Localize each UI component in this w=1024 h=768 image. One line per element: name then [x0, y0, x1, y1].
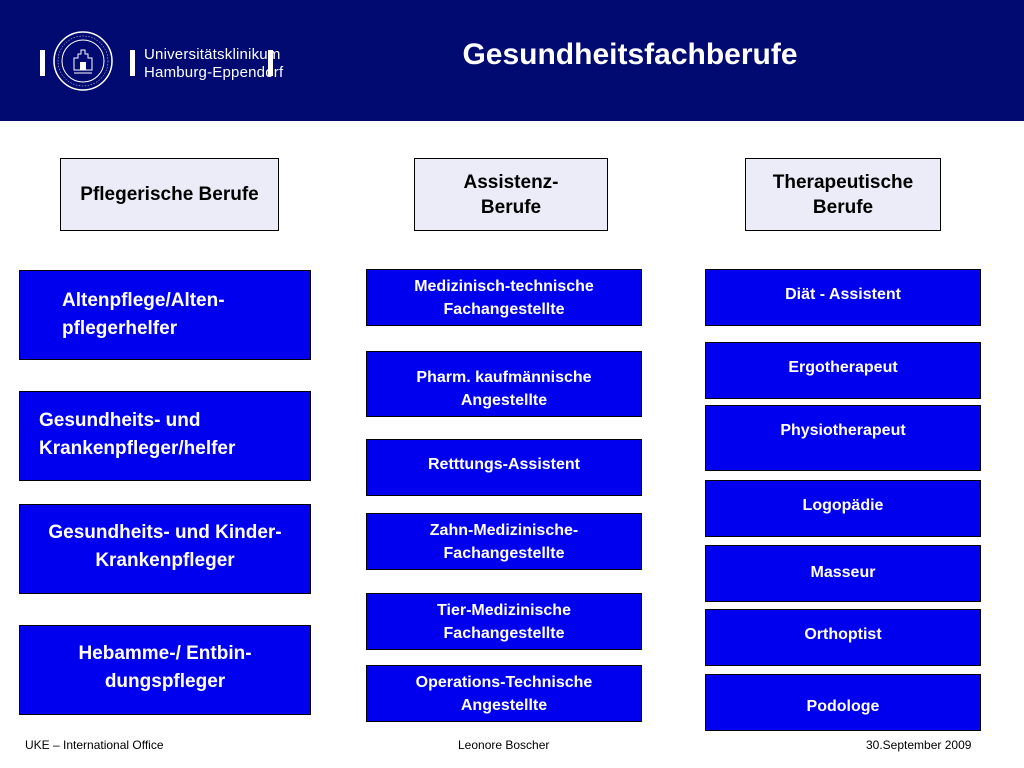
- therapeutic-item-label: Ergotherapeut: [788, 359, 898, 376]
- therapeutic-item-label: Podologe: [806, 698, 880, 715]
- assistant-item-label: Medizinisch-technische Fachangestellte: [414, 278, 594, 318]
- assistant-item-label: Operations-Technische Angestellte: [415, 674, 593, 714]
- nursing-item: Altenpflege/Alten-pflegerhelfer: [19, 270, 311, 360]
- therapeutic-item: Ergotherapeut: [705, 342, 981, 399]
- therapeutic-item-label: Diät - Assistent: [785, 286, 901, 303]
- logo-wordmark: Universitätsklinikum Hamburg-Eppendorf: [144, 46, 283, 82]
- therapeutic-item: Orthoptist: [705, 609, 981, 666]
- logo-bracket-left: [40, 50, 45, 76]
- nursing-item-label: Gesundheits- und Krankenpfleger/helfer: [39, 410, 236, 459]
- category-therapeutic: Therapeutische Berufe: [745, 158, 941, 231]
- header-band: Universitätsklinikum Hamburg-Eppendorf G…: [0, 0, 1024, 121]
- therapeutic-item-label: Orthoptist: [804, 626, 882, 643]
- footer-right: 30.September 2009: [866, 738, 972, 752]
- therapeutic-item-label: Masseur: [810, 564, 876, 581]
- page-title: Gesundheitsfachberufe: [462, 38, 798, 71]
- assistant-item: Operations-Technische Angestellte: [366, 665, 642, 722]
- category-assistant-label: Assistenz-Berufe: [463, 171, 559, 218]
- assistant-item: Retttungs-Assistent: [366, 439, 642, 496]
- therapeutic-item: Diät - Assistent: [705, 269, 981, 326]
- logo-bracket-right: [268, 50, 273, 76]
- footer-left: UKE – International Office: [25, 738, 164, 752]
- nursing-item-label: Altenpflege/Alten-pflegerhelfer: [62, 290, 225, 339]
- category-nursing: Pflegerische Berufe: [60, 158, 279, 231]
- assistant-item: Pharm. kaufmännische Angestellte: [366, 351, 642, 417]
- assistant-item-label: Tier-Medizinische Fachangestellte: [437, 602, 571, 642]
- category-therapeutic-label: Therapeutische Berufe: [772, 171, 914, 218]
- logo-line-2: Hamburg-Eppendorf: [144, 64, 284, 81]
- nursing-item: Gesundheits- und Krankenpfleger/helfer: [19, 391, 311, 481]
- assistant-item: Tier-Medizinische Fachangestellte: [366, 593, 642, 650]
- nursing-item: Hebamme-/ Entbin-dungspfleger: [19, 625, 311, 715]
- nursing-item-label: Hebamme-/ Entbin-dungspfleger: [78, 643, 252, 692]
- therapeutic-item: Logopädie: [705, 480, 981, 537]
- therapeutic-item: Physiotherapeut: [705, 405, 981, 471]
- assistant-item-label: Retttungs-Assistent: [427, 456, 580, 473]
- assistant-item-label: Zahn-Medizinische-Fachangestellte: [429, 522, 579, 562]
- therapeutic-item-label: Logopädie: [802, 497, 884, 514]
- therapeutic-item: Podologe: [705, 674, 981, 731]
- logo-bracket-mid: [130, 50, 135, 76]
- logo-line-1: Universitätsklinikum: [144, 46, 281, 63]
- nursing-item-label: Gesundheits- und Kinder-Krankenpfleger: [48, 522, 282, 571]
- therapeutic-item: Masseur: [705, 545, 981, 602]
- footer-center: Leonore Boscher: [458, 738, 550, 752]
- assistant-item-label: Pharm. kaufmännische Angestellte: [416, 369, 592, 409]
- nursing-item: Gesundheits- und Kinder-Krankenpfleger: [19, 504, 311, 594]
- assistant-item: Medizinisch-technische Fachangestellte: [366, 269, 642, 326]
- university-seal-icon: [53, 31, 113, 91]
- category-nursing-label: Pflegerische Berufe: [80, 184, 259, 205]
- category-assistant: Assistenz-Berufe: [414, 158, 608, 231]
- assistant-item: Zahn-Medizinische-Fachangestellte: [366, 513, 642, 570]
- therapeutic-item-label: Physiotherapeut: [780, 422, 906, 439]
